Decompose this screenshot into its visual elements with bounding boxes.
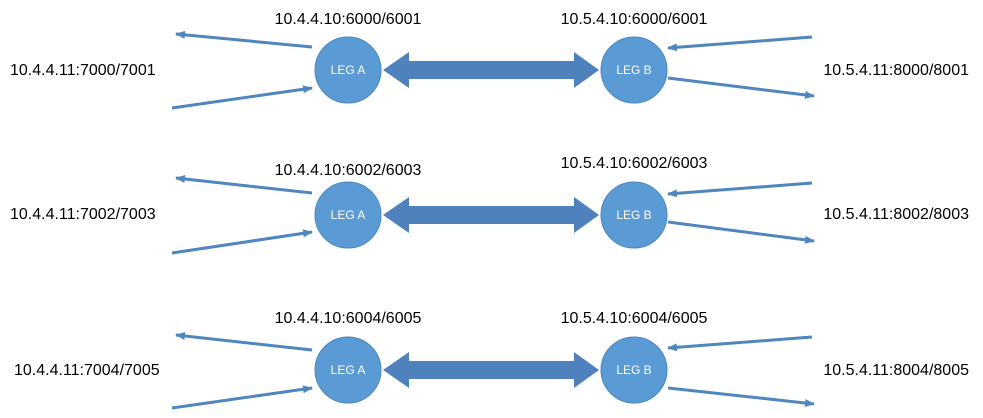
outbound-arrow-left: [175, 332, 313, 352]
inbound-arrow-right: [667, 335, 813, 352]
leg-a-address: 10.4.4.10:6000/6001: [275, 11, 422, 28]
inbound-arrow-right: [667, 35, 813, 52]
leg-a-address: 10.4.4.10:6004/6005: [275, 310, 422, 327]
leg-a-label: LEG A: [331, 208, 366, 222]
leg-b-address: 10.5.4.10:6002/6003: [561, 155, 708, 172]
outbound-arrow-right: [667, 76, 815, 99]
bidirectional-link-arrow: [383, 197, 599, 233]
inbound-arrow-left: [171, 385, 313, 410]
leg-b-address: 10.5.4.10:6000/6001: [561, 11, 708, 28]
left-endpoint-address: 10.4.4.11:7004/7005: [14, 362, 160, 379]
inbound-arrow-right: [667, 181, 813, 198]
bidirectional-link-arrow: [383, 52, 599, 88]
leg-a-node: [314, 181, 382, 249]
right-endpoint-address: 10.5.4.11:8002/8003: [823, 206, 969, 223]
leg-b-node: [600, 36, 668, 104]
leg-b-label: LEG B: [616, 363, 651, 377]
outbound-arrow-right: [667, 220, 815, 244]
leg-a-node: [314, 36, 382, 104]
right-endpoint-address: 10.5.4.11:8004/8005: [823, 362, 969, 379]
outbound-arrow-left: [175, 30, 313, 49]
leg-b-address: 10.5.4.10:6004/6005: [561, 310, 708, 327]
leg-b-node: [600, 181, 668, 249]
outbound-arrow-left: [175, 175, 313, 195]
leg-a-label: LEG A: [331, 63, 366, 77]
bidirectional-link-arrow: [383, 352, 599, 388]
inbound-arrow-left: [171, 85, 313, 110]
call-row-1: LEG A LEG B 10.4.4.10:6000/6001 10.5.4.1…: [10, 11, 969, 110]
left-endpoint-address: 10.4.4.11:7000/7001: [10, 62, 156, 79]
leg-a-node: [314, 336, 382, 404]
left-endpoint-address: 10.4.4.11:7002/7003: [10, 206, 156, 223]
right-endpoint-address: 10.5.4.11:8000/8001: [823, 62, 969, 79]
leg-a-label: LEG A: [331, 363, 366, 377]
leg-a-address: 10.4.4.10:6002/6003: [275, 162, 422, 179]
leg-b-label: LEG B: [616, 208, 651, 222]
call-row-2: LEG A LEG B 10.4.4.10:6002/6003 10.5.4.1…: [10, 155, 969, 255]
call-row-3: LEG A LEG B 10.4.4.10:6004/6005 10.5.4.1…: [14, 310, 969, 410]
leg-b-label: LEG B: [616, 63, 651, 77]
outbound-arrow-right: [667, 386, 815, 407]
inbound-arrow-left: [171, 229, 313, 255]
leg-b-node: [600, 336, 668, 404]
